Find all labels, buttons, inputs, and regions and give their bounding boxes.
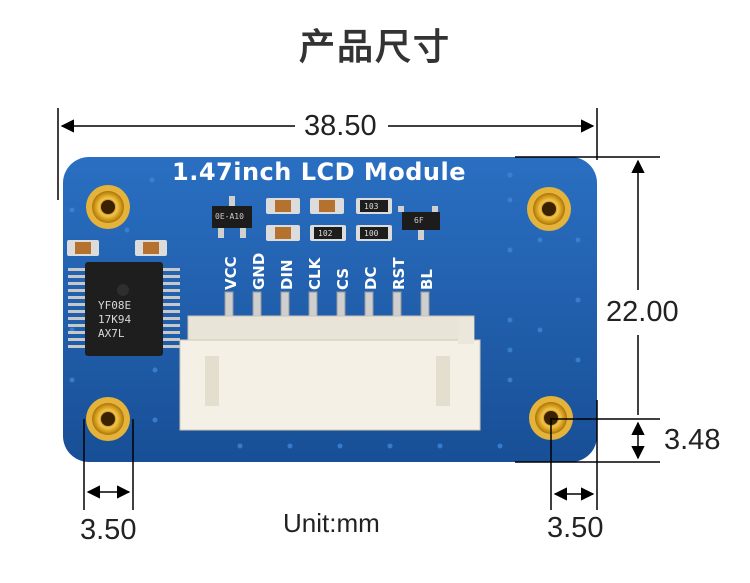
small-component-mark: 6F <box>414 216 424 225</box>
vias <box>69 172 581 449</box>
dimension-lines <box>57 108 660 510</box>
capacitor-mid <box>135 240 167 256</box>
pin-label-dc: DC <box>362 266 380 290</box>
dimension-height-label: 22.00 <box>606 296 679 328</box>
dimension-width-label: 38.50 <box>300 110 381 142</box>
connector-housing <box>179 315 481 431</box>
pin-label-clk: CLK <box>306 257 324 290</box>
mounting-hole-bottom-left <box>86 397 130 441</box>
pin-label-din: DIN <box>278 259 296 290</box>
pin-label-cs: CS <box>334 267 352 290</box>
dimension-hole-offset-right-label: 3.50 <box>547 512 604 544</box>
ic-chip <box>68 262 180 356</box>
transistor-left <box>212 196 252 238</box>
mounting-hole-top-left <box>86 185 130 229</box>
dimension-hole-offset-vertical-label: 3.48 <box>664 424 721 456</box>
ic-marking-line-3: AX7L <box>98 327 125 340</box>
board-name: 1.47inch LCD Module <box>172 158 467 186</box>
pin-label-gnd: GND <box>250 252 268 290</box>
resistor-mark-2: 102 <box>318 229 333 238</box>
resistors <box>310 198 392 241</box>
dimension-hole-offset-left-label: 3.50 <box>80 514 137 546</box>
capacitor-top-2 <box>310 198 344 214</box>
pin-label-bl: BL <box>418 269 436 290</box>
mounting-hole-top-right <box>527 187 571 231</box>
pin-label-vcc: VCC <box>222 256 240 290</box>
ic-marking-line-2: 17K94 <box>98 313 132 326</box>
page-title: 产品尺寸 <box>298 27 451 68</box>
transistor-right <box>398 206 440 240</box>
capacitor-left <box>67 240 99 256</box>
resistor-mark-3: 100 <box>364 229 379 238</box>
resistor-mark-1: 103 <box>364 202 379 211</box>
ic-marking-line-1: YF08E <box>98 299 132 312</box>
pin-label-rst: RST <box>390 257 408 290</box>
capacitor-top-1 <box>266 198 300 214</box>
unit-label: Unit:mm <box>283 508 380 538</box>
capacitor-top-3 <box>266 225 300 241</box>
transistor-mark: 0E-A10 <box>215 212 244 221</box>
